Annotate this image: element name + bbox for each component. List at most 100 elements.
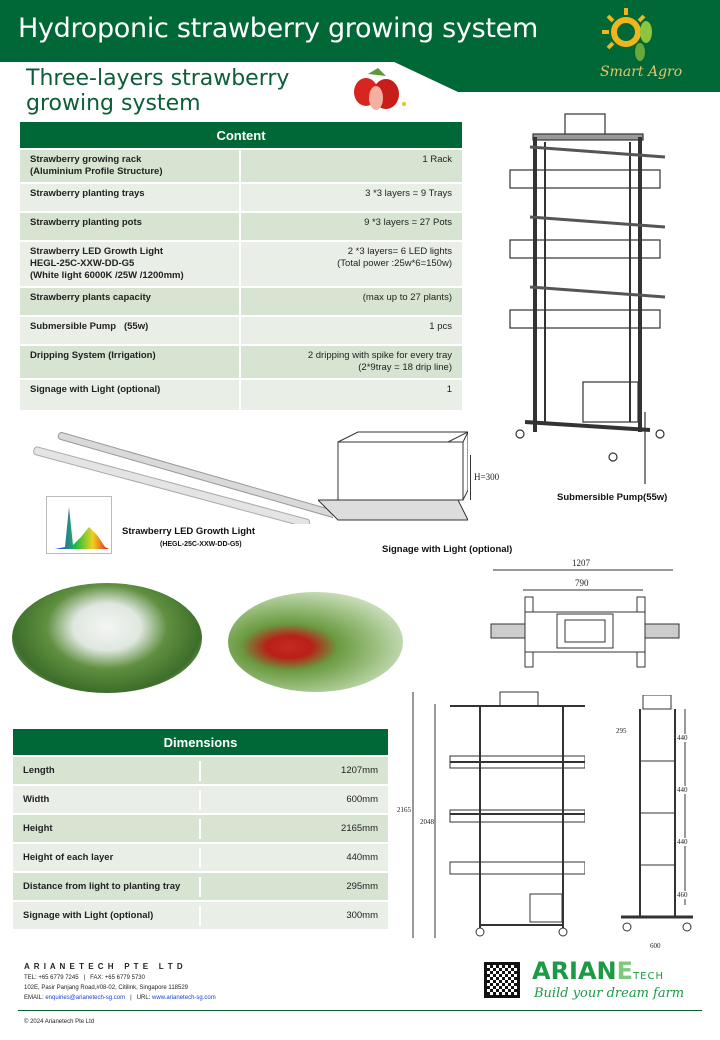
row-item: Strawberry planting trays <box>20 184 241 211</box>
row-value: 9 *3 layers = 27 Pots <box>241 213 462 240</box>
item-line: (Aluminium Profile Structure) <box>30 166 163 177</box>
item-line: Strawberry plants capacity <box>30 292 151 303</box>
row-value: 1 pcs <box>241 317 462 344</box>
row-item: Strawberry planting pots <box>20 213 241 240</box>
row-value: 3 *3 layers = 9 Trays <box>241 184 462 211</box>
row-value: 300mm <box>346 909 378 921</box>
row-item: Strawberry plants capacity <box>20 288 241 315</box>
website-link[interactable]: www.arianetech-sg.com <box>152 995 216 1001</box>
qr-code <box>484 962 520 998</box>
value-line: (max up to 27 plants) <box>362 292 452 303</box>
table-row: Dripping System (Irrigation) 2 dripping w… <box>20 346 462 378</box>
copyright: © 2024 Arianetech Pte Ltd <box>24 1019 95 1025</box>
greenhouse-photo <box>12 583 202 693</box>
side-view-drawing <box>615 694 695 940</box>
value-line: 2 *3 layers= 6 LED lights <box>347 246 452 257</box>
url-label: | URL: <box>125 995 153 1001</box>
smart-agro-logo: Smart Agro <box>598 4 713 82</box>
row-value: 295mm <box>346 880 378 892</box>
dim-layer2-label: 440 <box>677 786 688 794</box>
content-table-header: Content <box>20 122 462 148</box>
signage-drawing <box>316 430 469 530</box>
arianetech-logo: ARIANETECH <box>532 957 664 985</box>
header-banner <box>0 0 720 62</box>
table-row: Height of each layer 440mm <box>13 844 388 871</box>
rack-drawing <box>505 112 675 487</box>
value-line: (2*9tray = 18 drip line) <box>358 362 452 373</box>
item-line: Strawberry planting pots <box>30 217 142 228</box>
signage-height-label: H=300 <box>474 472 500 482</box>
table-row: Signage with Light (optional) 1 <box>20 380 462 410</box>
table-row: Strawberry plants capacity (max up to 27 … <box>20 288 462 315</box>
row-value: (max up to 27 plants) <box>241 288 462 315</box>
page-subtitle: Three-layers strawberry growing system <box>26 66 290 116</box>
item-line: HEGL-25C-XXW-DD-G5 <box>30 258 135 269</box>
email-label: EMAIL: <box>24 995 46 1001</box>
row-value: 1207mm <box>341 764 378 776</box>
table-row: Strawberry planting trays 3 *3 layers = 9… <box>20 184 462 211</box>
front-view-drawing <box>405 690 586 940</box>
value-line: (Total power :25w*6=150w) <box>337 258 452 269</box>
table-row: Height 2165mm <box>13 815 388 842</box>
row-item: Signage with Light (optional) <box>20 380 241 410</box>
item-line: Submersible Pump (55w) <box>30 321 149 332</box>
footer-divider <box>18 1010 702 1011</box>
item-line: Strawberry LED Growth Light <box>30 246 164 257</box>
led-light-image <box>28 424 338 528</box>
table-row: Signage with Light (optional)300mm <box>13 902 388 929</box>
table-row: Strawberry growing rack(Aluminium Profil… <box>20 150 462 182</box>
value-line: 9 *3 layers = 27 Pots <box>364 217 452 228</box>
value-line: 2 dripping with spike for every tray <box>307 350 452 361</box>
dim-total-height-label: 2165 <box>397 806 411 814</box>
item-line: Strawberry growing rack <box>30 154 142 165</box>
strawberry-photo <box>228 592 403 692</box>
row-item: Height of each layer <box>13 847 201 868</box>
signage-caption: Signage with Light (optional) <box>382 544 513 555</box>
table-row: Strawberry planting pots 9 *3 layers = 27… <box>20 213 462 240</box>
page-title: Hydroponic strawberry growing system <box>18 13 538 44</box>
top-view-drawing <box>485 566 680 680</box>
row-item: Dripping System (Irrigation) <box>20 346 241 378</box>
dim-width-label: 600 <box>650 942 661 950</box>
content-table: Content Strawberry growing rack(Aluminiu… <box>20 122 462 410</box>
dim-inner-label: 790 <box>575 578 589 588</box>
row-value: 2165mm <box>341 822 378 834</box>
table-row: Submersible Pump (55w) 1 pcs <box>20 317 462 344</box>
dim-light-gap-label: 295 <box>616 727 627 735</box>
item-line: Signage with Light (optional) <box>30 384 161 395</box>
value-line: 1 Rack <box>422 154 452 165</box>
row-item: Strawberry growing rack(Aluminium Profil… <box>20 150 241 182</box>
email-link[interactable]: enquiries@arianetech-sg.com <box>45 995 126 1001</box>
dimensions-table-header: Dimensions <box>13 729 388 755</box>
row-value: 1 <box>241 380 462 410</box>
svg-text:Smart Agro: Smart Agro <box>600 64 682 80</box>
row-value: 600mm <box>346 793 378 805</box>
item-line: Strawberry planting trays <box>30 188 145 199</box>
dim-layer3-label: 440 <box>677 838 688 846</box>
row-item: Submersible Pump (55w) <box>20 317 241 344</box>
company-address: 102E, Pasir Panjang Road,#08-02, Citilin… <box>24 985 188 991</box>
pump-caption: Submersible Pump(55w) <box>557 492 668 503</box>
led-caption: Strawberry LED Growth Light <box>122 526 256 537</box>
tagline: Build your dream farm <box>534 986 685 1001</box>
row-value: 1 Rack <box>241 150 462 182</box>
item-line: Dripping System (Irrigation) <box>30 350 156 361</box>
row-item: Width <box>13 789 201 810</box>
dim-base-label: 460 <box>677 891 688 899</box>
signage-height-marker <box>470 455 471 500</box>
row-value: 440mm <box>346 851 378 863</box>
row-item: Distance from light to planting tray <box>13 876 201 897</box>
row-value: 2 dripping with spike for every tray(2*9… <box>241 346 462 378</box>
led-model-caption: (HEGL-25C-XXW-DD-G5) <box>160 541 242 548</box>
value-line: 1 <box>446 384 452 395</box>
row-item: Height <box>13 818 201 839</box>
company-phone: TEL: +65 6779 7245 | FAX: +65 6779 5730 <box>24 975 145 981</box>
strawberry-image <box>348 66 414 112</box>
item-line: (White light 6000K /25W /1200mm) <box>30 270 184 281</box>
dim-frame-height-label: 2048 <box>420 818 434 826</box>
company-info: A R I A N E T E C H P T E L T D TEL: +65… <box>24 962 324 1002</box>
led-spectrum-chart <box>46 496 112 554</box>
